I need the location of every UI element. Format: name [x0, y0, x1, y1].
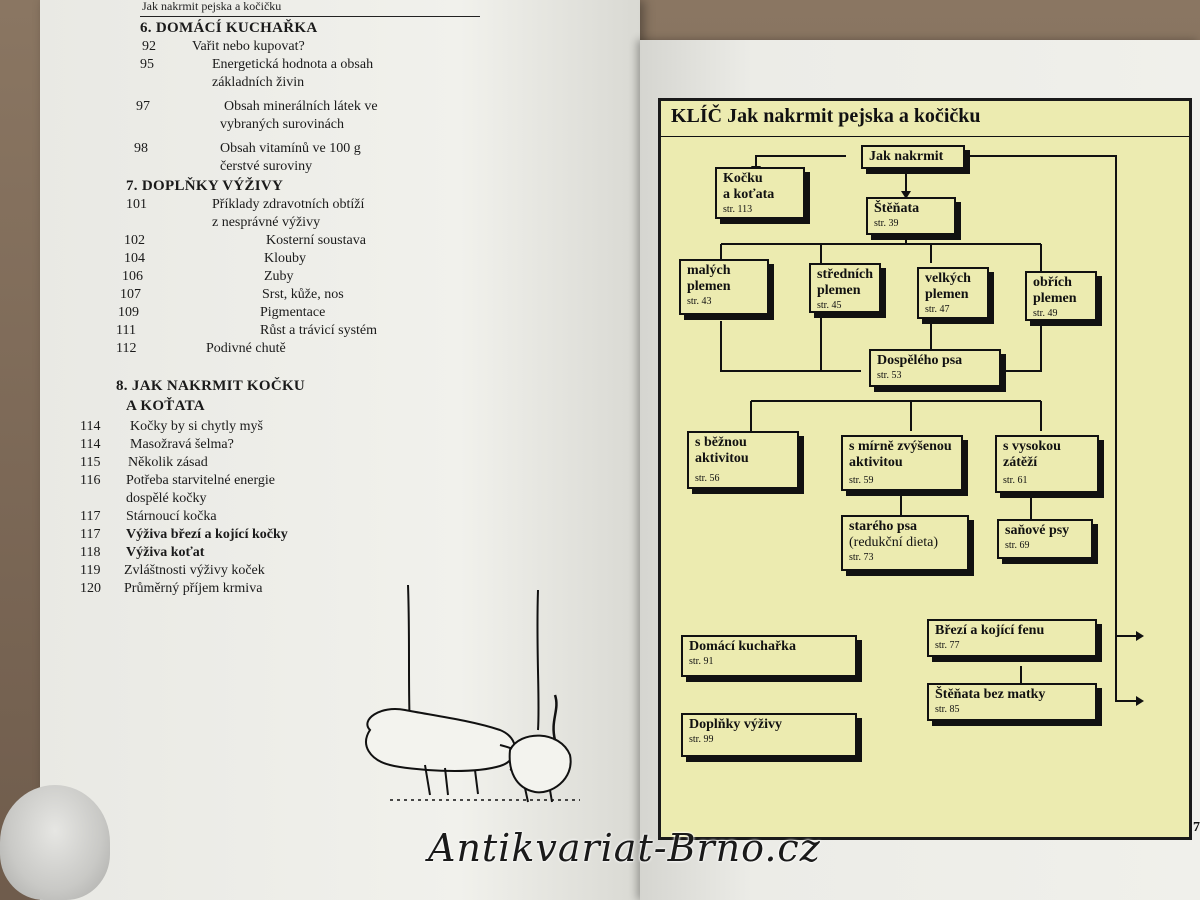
toc-entry: čerstvé suroviny	[220, 159, 313, 174]
gloved-thumb	[0, 785, 110, 900]
toc-entry: z nesprávné výživy	[212, 215, 321, 230]
section-title: 8. JAK NAKRMIT KOČKU	[116, 378, 306, 394]
right-page: KLÍČ Jak nakrmit pejska a kočičku	[640, 40, 1200, 900]
key-title-rule	[661, 136, 1189, 137]
running-head: Jak nakrmit pejska a kočičku	[142, 0, 282, 13]
key-title: KLÍČ Jak nakrmit pejska a kočičku	[671, 105, 981, 127]
dog-and-cat-illustration	[365, 584, 580, 803]
left-page: Jak nakrmit pejska a kočičku 6. DOMÁCÍ K…	[40, 0, 640, 900]
node-old-dog: starého psa(redukční dieta)str. 73	[841, 515, 969, 571]
page-number: 7	[1193, 820, 1200, 835]
node-root: Jak nakrmit	[861, 145, 965, 169]
key-flowchart: KLÍČ Jak nakrmit pejska a kočičku	[658, 98, 1192, 840]
section-title: 7. DOPLŇKY VÝŽIVY	[126, 178, 284, 194]
watermark: Antikvariat-Brno.cz	[428, 826, 821, 870]
section-title-line2: A KOŤATA	[126, 398, 205, 414]
toc-entry: dospělé kočky	[126, 491, 207, 506]
toc-entry: základních živin	[212, 75, 305, 90]
header-rule	[140, 16, 480, 17]
toc-entry: vybraných surovinách	[220, 117, 345, 132]
section-title: 6. DOMÁCÍ KUCHAŘKA	[140, 20, 318, 36]
